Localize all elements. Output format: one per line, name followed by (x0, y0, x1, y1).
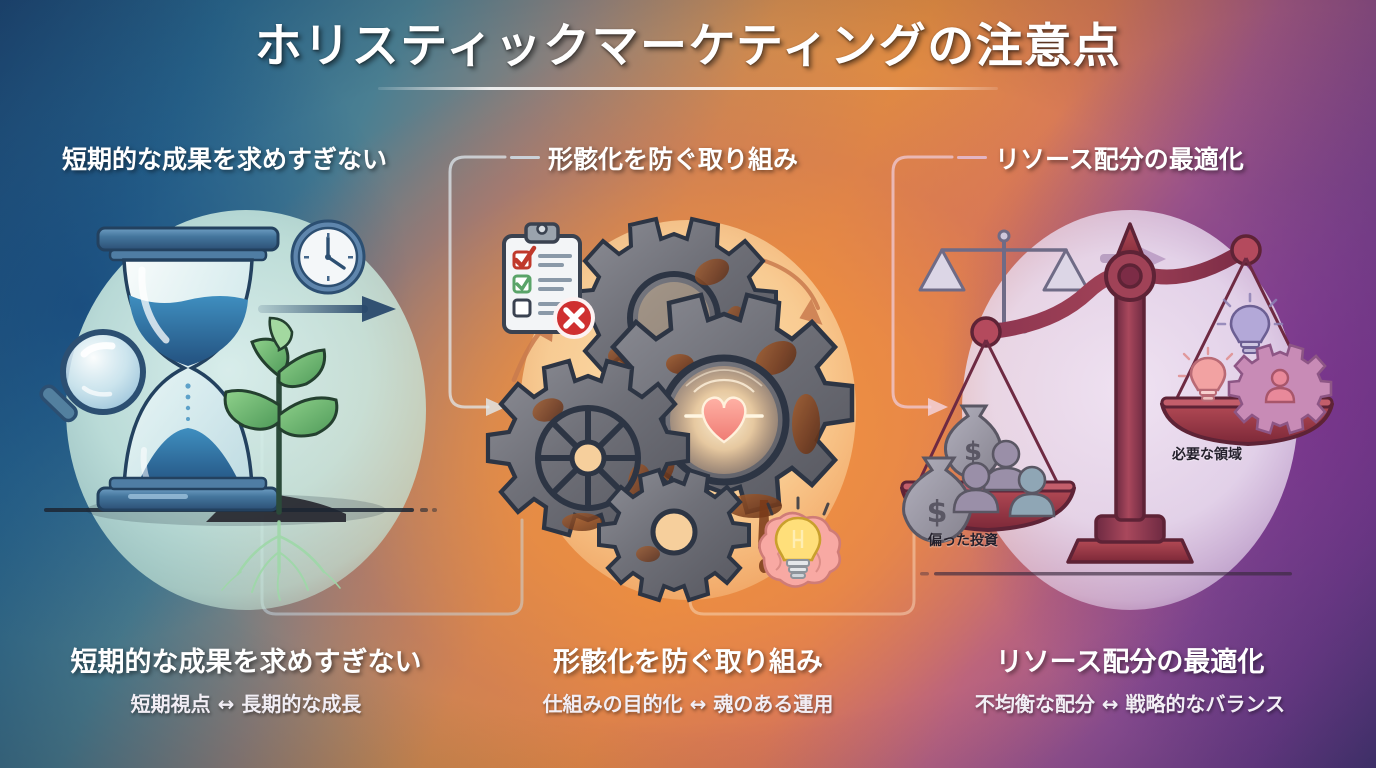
top-label-connector-dash-2 (510, 156, 540, 159)
hourglass-icon (96, 226, 280, 512)
title-block: ホリスティックマーケティングの注意点 (0, 19, 1376, 90)
panel-resource: $ $ (900, 200, 1340, 620)
top-label-short-term: 短期的な成果を求めすぎない (62, 145, 388, 174)
lightbulb-icon (1177, 346, 1234, 402)
bottom-heading-short-term: 短期的な成果を求めすぎない (70, 647, 422, 678)
panel-formalization (478, 200, 898, 620)
bottom-heading-formalization: 形骸化を防ぐ取り組み (553, 647, 823, 678)
scale-base (1066, 538, 1194, 564)
top-label-resource: リソース配分の最適化 (995, 145, 1244, 174)
bottom-subtitle-short-term: 短期視点 ↔ 長期的な成長 (130, 692, 362, 716)
svg-text:$: $ (927, 495, 948, 530)
bottom-block-short-term: 短期的な成果を求めすぎない 短期視点 ↔ 長期的な成長 (36, 640, 456, 717)
magnifier-icon (39, 329, 146, 423)
sprout-icon (223, 316, 339, 515)
error-cross-icon (553, 297, 595, 339)
scale-post (1114, 278, 1146, 522)
bottom-block-formalization: 形骸化を防ぐ取り組み 仕組みの目的化 ↔ 魂のある運用 (478, 640, 898, 717)
bottom-block-resource: リソース配分の最適化 不均衡な配分 ↔ 戦略的なバランス (920, 640, 1340, 717)
bottom-subtitle-formalization: 仕組みの目的化 ↔ 魂のある運用 (542, 692, 834, 716)
page-title: ホリスティックマーケティングの注意点 (254, 19, 1122, 74)
top-label-formalization: 形骸化を防ぐ取り組み (548, 145, 799, 174)
title-underline (378, 86, 998, 90)
panel-2-illustration (485, 216, 855, 603)
gear-spoked-icon (485, 358, 691, 538)
arrow-right-icon (258, 296, 396, 322)
ground-line (934, 572, 1292, 576)
panel-short-term (36, 200, 456, 620)
brain-bulb-icon (758, 496, 842, 588)
panel-3-illustration: $ $ (900, 222, 1334, 576)
heart-pulse-icon (684, 369, 764, 444)
roots-icon (221, 520, 341, 601)
people-group-icon (952, 439, 1056, 518)
caption-biased-investment: 偏った投資 (928, 533, 998, 549)
svg-text:$: $ (964, 437, 982, 467)
people-gear-icon (1227, 343, 1333, 435)
panel-1-illustration (39, 219, 437, 601)
bottom-heading-resource: リソース配分の最適化 (995, 647, 1265, 678)
top-label-connector-dash-3 (957, 156, 987, 159)
lightbulb-icon (1216, 292, 1284, 354)
gear-small-icon (597, 467, 751, 603)
caption-needed-area: 必要な領域 (1172, 447, 1242, 463)
bottom-subtitle-resource: 不均衡な配分 ↔ 戦略的なバランス (974, 692, 1286, 716)
clock-icon (290, 219, 366, 295)
